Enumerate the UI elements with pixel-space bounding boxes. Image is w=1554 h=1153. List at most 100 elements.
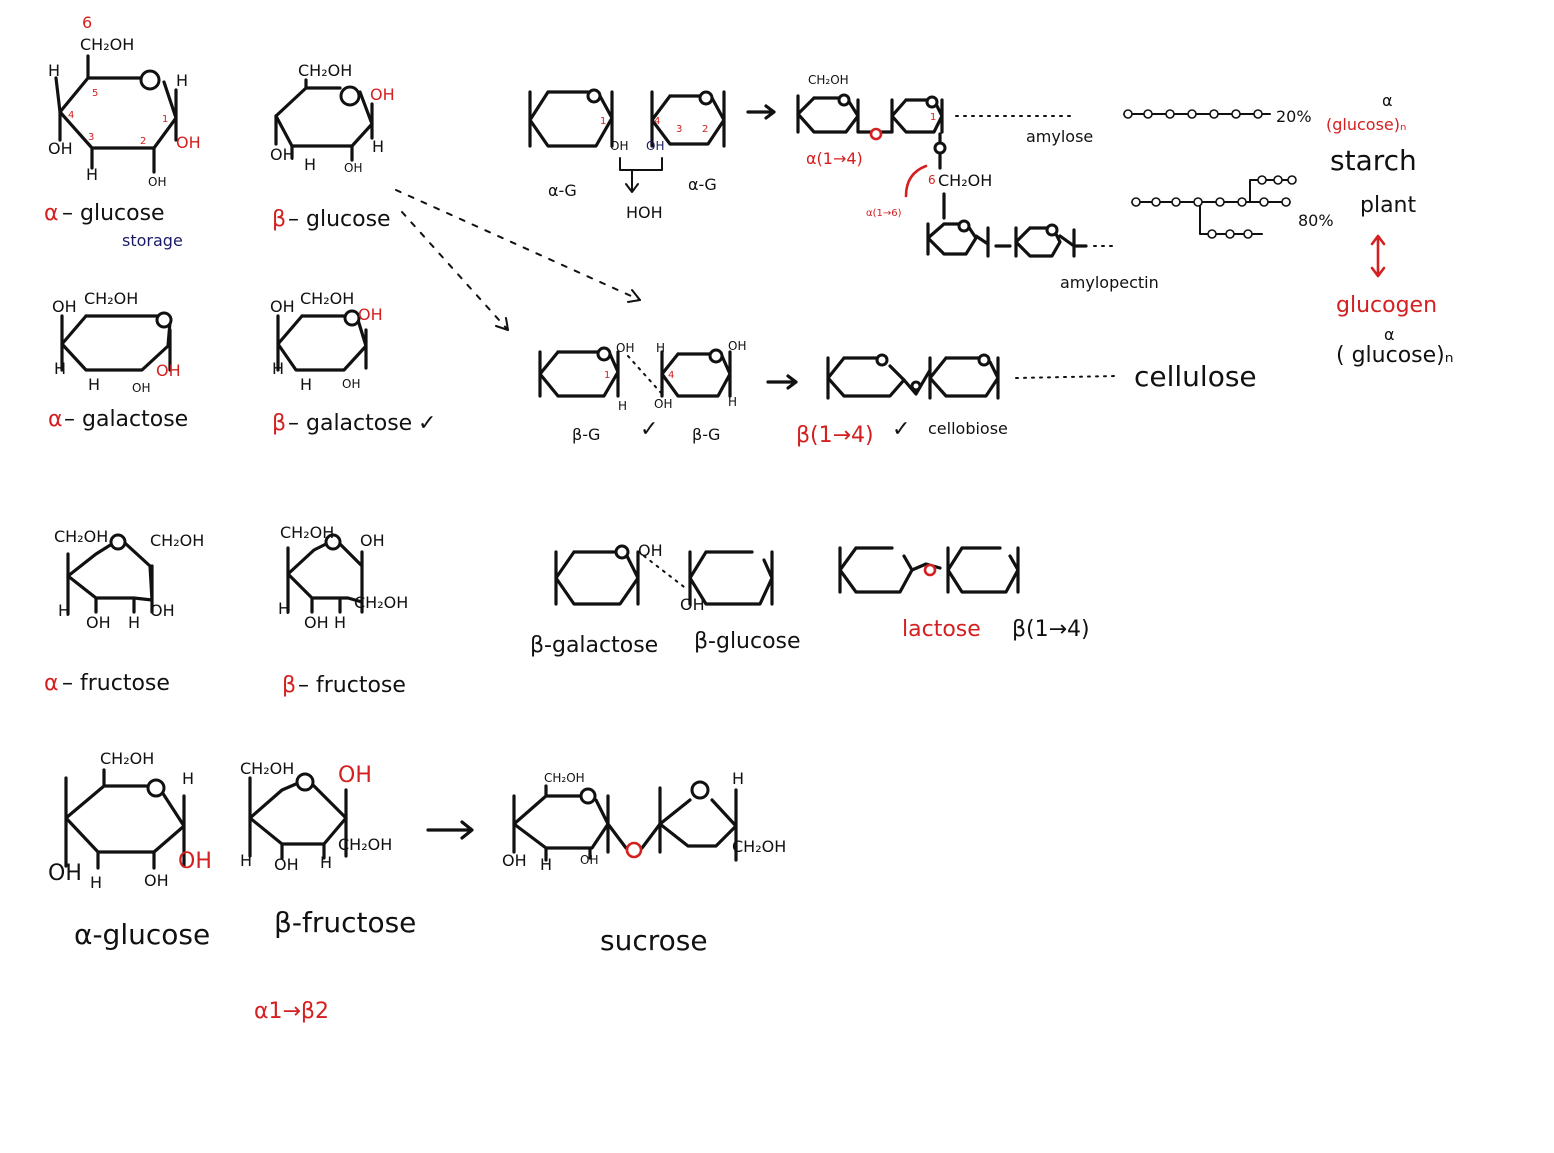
oh-label: OH	[304, 613, 329, 632]
carbon-number: 6	[928, 173, 936, 187]
glucose-bead	[1187, 109, 1197, 119]
sugar-name: α-glucose	[74, 918, 210, 951]
glucose-bead	[1273, 175, 1283, 185]
ch2oh-label: CH₂OH	[280, 523, 334, 542]
glucose-bead	[1143, 109, 1153, 119]
lactose-formation: OH OH β-galactose β-glucose lactose β(1→…	[530, 541, 1090, 658]
ring-bond	[64, 768, 186, 870]
oh-label: OH	[610, 139, 628, 153]
dashed-arrow	[395, 189, 641, 301]
ring-oxygen	[925, 95, 939, 109]
h-label: H	[656, 341, 665, 355]
ring-bond	[274, 86, 374, 148]
link-label: β(1→4)	[1012, 617, 1090, 642]
monomer-label: β-G	[692, 425, 720, 444]
carbon-number: 3	[676, 124, 682, 135]
ring-bond	[926, 192, 990, 258]
h-label: H	[334, 613, 346, 632]
amylopectin-beads	[1131, 175, 1297, 239]
ring-oxygen	[977, 353, 991, 367]
condensation-line	[643, 555, 689, 591]
carbon-number: 3	[88, 132, 94, 143]
oh-label: OH	[680, 595, 705, 614]
reaction-arrow	[426, 820, 474, 840]
oh-label-anomeric: OH	[370, 85, 395, 104]
h-label: H	[272, 359, 284, 378]
h-label: H	[176, 71, 188, 90]
glucose-bead	[1281, 197, 1291, 207]
ring-bond	[838, 546, 1020, 594]
h-label: H	[88, 375, 100, 394]
ring-bond	[660, 350, 732, 398]
check-mark: ✓	[640, 417, 658, 442]
storage-note: storage	[122, 231, 183, 250]
ring-oxygen	[155, 311, 173, 329]
ring-oxygen	[1045, 223, 1059, 237]
glucose-polymer-label: (glucose)ₙ	[1326, 115, 1406, 134]
amylose-amylopectin: CH₂OH 1 α(1→4) amylose 6 CH₂OH α(1→6) am…	[796, 73, 1334, 292]
oh-label: OH	[654, 397, 672, 411]
ring-oxygen	[957, 219, 971, 233]
sugar-name: – fructose	[62, 671, 170, 696]
ring-oxygen	[579, 787, 597, 805]
h-label: H	[128, 613, 140, 632]
sucrose-fructose-unit: CH₂OH OH CH₂OH H OH H β-fructose α1→β2	[240, 759, 416, 1024]
ring-bond	[60, 314, 172, 372]
ring-oxygen	[837, 93, 851, 107]
link-label: α1→β2	[254, 999, 329, 1024]
ch2oh-label: CH₂OH	[544, 771, 585, 785]
arrow-head	[495, 317, 509, 331]
ch2oh-label: CH₂OH	[338, 835, 392, 854]
reaction-arrow	[766, 374, 798, 390]
monomer-label: β-galactose	[530, 633, 658, 658]
starch-glycogen-notes: α (glucose)ₙ starch plant glucogen α ( g…	[1326, 91, 1454, 368]
ch2oh-label: CH₂OH	[54, 527, 108, 546]
glycosidic-bond	[606, 822, 662, 850]
h-label: H	[54, 359, 66, 378]
carbon-number: 5	[92, 88, 98, 99]
ring-oxygen	[295, 772, 315, 792]
carbon-number: 2	[702, 124, 708, 135]
glucose-bead	[1257, 175, 1267, 185]
ring-oxygen	[324, 533, 342, 551]
ring-oxygen	[875, 353, 889, 367]
oh-label: OH	[144, 871, 169, 890]
amylose-label: amylose	[1026, 127, 1093, 146]
glycosidic-oxygen	[910, 380, 922, 392]
h-label: H	[90, 873, 102, 892]
ring-oxygen	[339, 85, 361, 107]
ring-oxygen	[690, 780, 710, 800]
c6-number: 6	[82, 13, 92, 32]
glucose-bead	[1231, 109, 1241, 119]
h-label: H	[86, 165, 98, 184]
anomer-prefix: α	[48, 407, 63, 432]
glucose-polymer-label: ( glucose)ₙ	[1336, 343, 1454, 368]
double-arrow	[1370, 234, 1386, 278]
h-label: H	[182, 769, 194, 788]
monomer-label: α-G	[688, 175, 717, 194]
carbon-number: 4	[68, 110, 74, 121]
ch2oh-label: CH₂OH	[298, 61, 352, 80]
ring-bond	[554, 550, 640, 606]
beta-glucose-structure: CH₂OH OH H OH H OH β – glucose	[270, 61, 395, 232]
cellulose-label: cellulose	[1134, 360, 1257, 393]
oh-label: OH	[52, 297, 77, 316]
oh-label-anomeric: OH	[176, 133, 201, 152]
glucose-bead	[1259, 197, 1269, 207]
ring-bond	[994, 226, 1088, 258]
h-label: H	[58, 601, 70, 620]
cellobiose-label: cellobiose	[928, 419, 1008, 438]
h-label: H	[732, 769, 744, 788]
ch2oh-label: CH₂OH	[354, 593, 408, 612]
arrow-head	[627, 289, 641, 303]
alpha-fructose-structure: CH₂OH CH₂OH H OH H OH α – fructose	[44, 527, 204, 696]
glucose-bead	[1193, 197, 1203, 207]
oh-label: OH	[728, 339, 746, 353]
sucrose-glucose-unit: CH₂OH H OH H OH OH α-glucose	[48, 749, 212, 951]
sugar-name: – glucose	[288, 207, 391, 232]
oh-label: OH	[344, 161, 362, 175]
sugar-name: – galactose	[288, 411, 412, 436]
reaction-arrow	[746, 104, 776, 120]
glucose-bead	[1287, 175, 1297, 185]
h-label: H	[540, 855, 552, 874]
